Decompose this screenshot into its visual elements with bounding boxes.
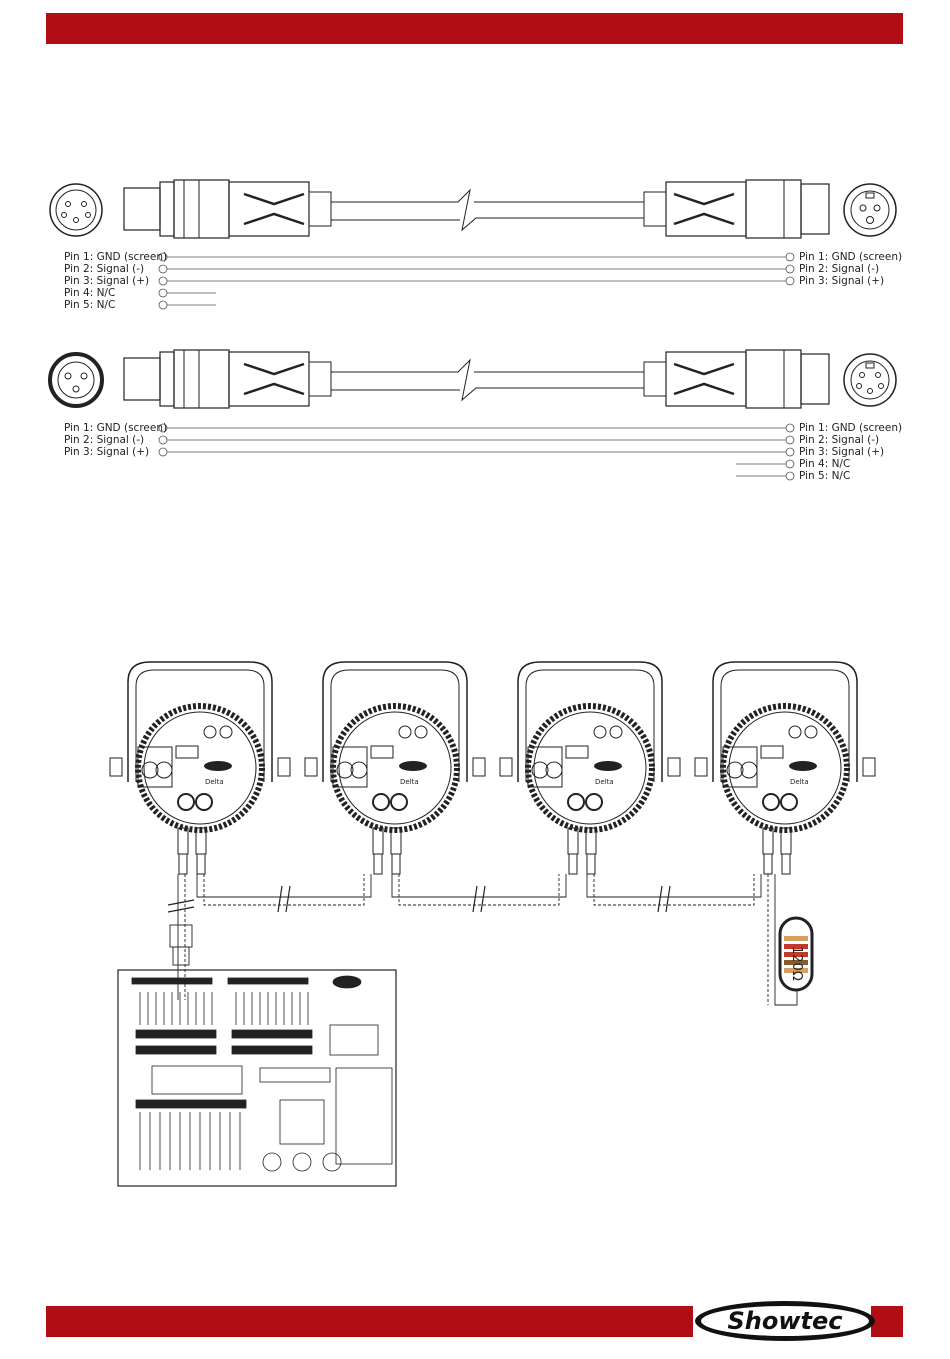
pin-label: Pin 4: N/C [64, 287, 115, 299]
pin-wires [159, 253, 794, 309]
terminator-label: 120Ω [790, 946, 802, 981]
fixture-1 [110, 662, 290, 874]
pin-label: Pin 4: N/C [799, 458, 850, 470]
pin-label: Pin 2: Signal (-) [64, 434, 144, 446]
xlr-female-connector [124, 350, 331, 408]
logo-text: Showtec [727, 1307, 842, 1335]
pin-label: Pin 1: GND (screen) [799, 251, 902, 263]
xlr3-male-face [844, 184, 896, 236]
xlr5-female-face [50, 184, 102, 236]
pin-label: Pin 3: Signal (+) [799, 446, 884, 458]
dmx-controller [118, 970, 396, 1186]
xlr5-male-face [844, 354, 896, 406]
pin-wires [159, 424, 794, 480]
xlr-male-connector [644, 180, 829, 238]
fixture-chain [110, 662, 875, 1005]
pin-label: Pin 1: GND (screen) [799, 422, 902, 434]
pin-label: Pin 3: Signal (+) [64, 446, 149, 458]
cable-5pin-to-3pin [50, 180, 896, 309]
pin-label: Pin 5: N/C [64, 299, 115, 311]
fixture-3 [500, 662, 680, 874]
fixture-4 [695, 662, 875, 874]
xlr3-female-face [50, 354, 102, 406]
pin-label: Pin 1: GND (screen) [64, 251, 167, 263]
dmx-cables [168, 874, 797, 1005]
pin-label: Pin 2: Signal (-) [64, 263, 144, 275]
cable-3pin-to-5pin [50, 350, 896, 480]
pin-label: Pin 1: GND (screen) [64, 422, 167, 434]
fixture-2 [305, 662, 485, 874]
pin-label: Pin 2: Signal (-) [799, 434, 879, 446]
pin-label: Pin 3: Signal (+) [799, 275, 884, 287]
xlr-female-connector [124, 180, 331, 238]
pin-label: Pin 3: Signal (+) [64, 275, 149, 287]
pin-label: Pin 5: N/C [799, 470, 850, 482]
pin-label: Pin 2: Signal (-) [799, 263, 879, 275]
showtec-logo: Showtec [693, 1299, 878, 1344]
xlr-male-connector [644, 350, 829, 408]
